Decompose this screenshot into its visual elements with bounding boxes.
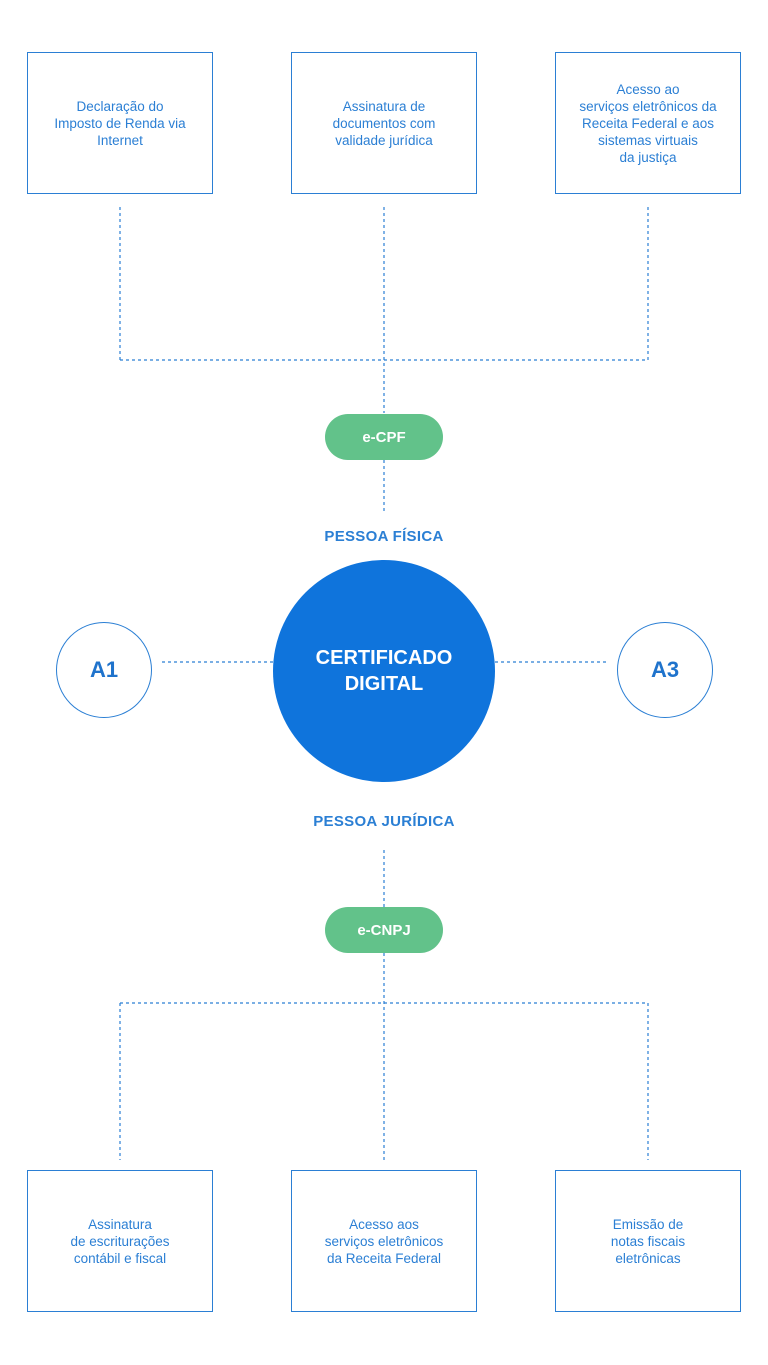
pf-use-text-1: Declaração do Imposto de Renda via Inter… [54,98,186,148]
type-a3-circle: A3 [617,622,713,718]
pf-use-box-1: Declaração do Imposto de Renda via Inter… [27,52,213,194]
pf-use-text-2: Assinatura de documentos com validade ju… [332,98,436,148]
pj-use-box-3: Emissão de notas fiscais eletrônicas [555,1170,741,1312]
pj-use-box-2: Acesso aos serviços eletrônicos da Recei… [291,1170,477,1312]
pj-use-text-1: Assinatura de escriturações contábil e f… [70,1216,170,1266]
certificado-digital-circle: CERTIFICADO DIGITAL [273,560,495,782]
pf-use-box-2: Assinatura de documentos com validade ju… [291,52,477,194]
e-cpf-pill: e-CPF [325,414,443,460]
pj-use-box-1: Assinatura de escriturações contábil e f… [27,1170,213,1312]
pj-use-text-3: Emissão de notas fiscais eletrônicas [610,1216,686,1266]
pf-use-text-3: Acesso ao serviços eletrônicos da Receit… [579,81,717,165]
pessoa-fisica-label: PESSOA FÍSICA [324,528,444,545]
e-cnpj-pill: e-CNPJ [325,907,443,953]
type-a1-circle: A1 [56,622,152,718]
pessoa-juridica-label: PESSOA JURÍDICA [313,813,455,830]
pj-use-text-2: Acesso aos serviços eletrônicos da Recei… [324,1216,444,1266]
pf-use-box-3: Acesso ao serviços eletrônicos da Receit… [555,52,741,194]
